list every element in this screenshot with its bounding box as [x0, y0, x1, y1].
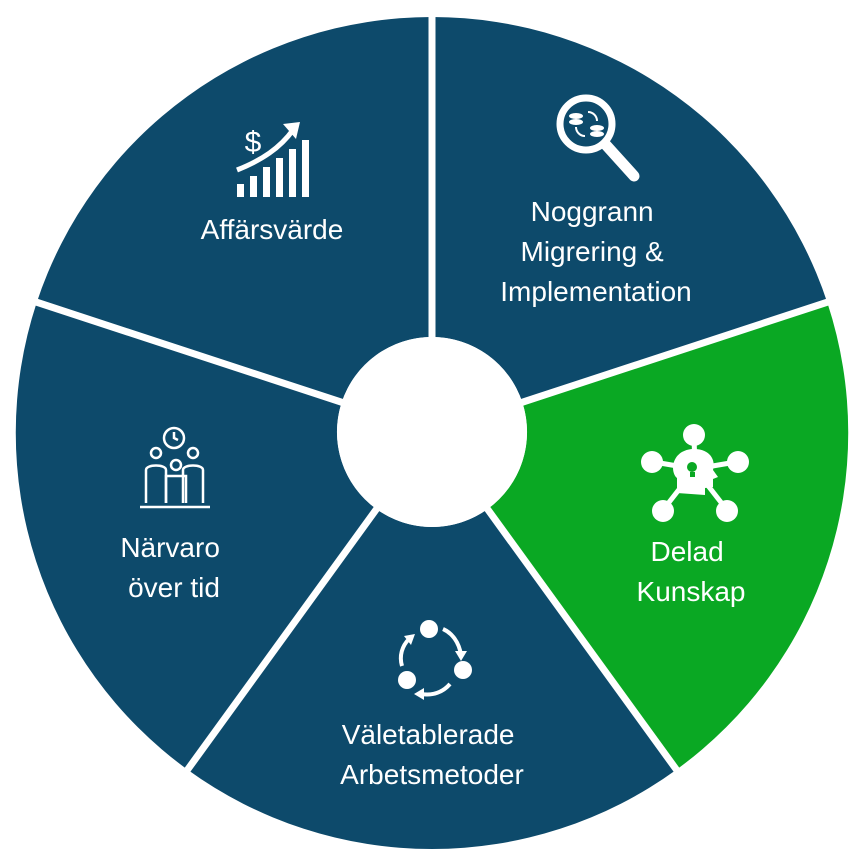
- segment-delad-kunskap: [487, 303, 849, 770]
- cycle-arrows-icon: [398, 620, 472, 700]
- label-delad-kunskap: Delad Kunskap: [637, 536, 746, 607]
- segment-valetablerade: [187, 508, 677, 850]
- magnifier-coins-sync-icon: [556, 94, 640, 182]
- label-valetablerade: Väletablerade Arbetsmetoder: [340, 719, 524, 790]
- segment-affarsvarde: [36, 16, 433, 403]
- segment-separators: [28, 8, 836, 779]
- label-noggrann: Noggrann Migrering & Implementation: [500, 196, 691, 307]
- people-clock-icon: [140, 426, 210, 509]
- label-narvaro: Närvaro över tid: [120, 532, 227, 603]
- head-network-lightbulb-icon: [641, 424, 749, 522]
- svg-text:$: $: [245, 126, 262, 159]
- segment-noggrann: [432, 16, 828, 403]
- segment-narvaro: [15, 303, 377, 770]
- label-affarsvarde: Affärsvärde: [201, 214, 344, 245]
- rising-bar-chart-dollar-icon: $: [236, 122, 309, 197]
- center-circle: [337, 337, 527, 527]
